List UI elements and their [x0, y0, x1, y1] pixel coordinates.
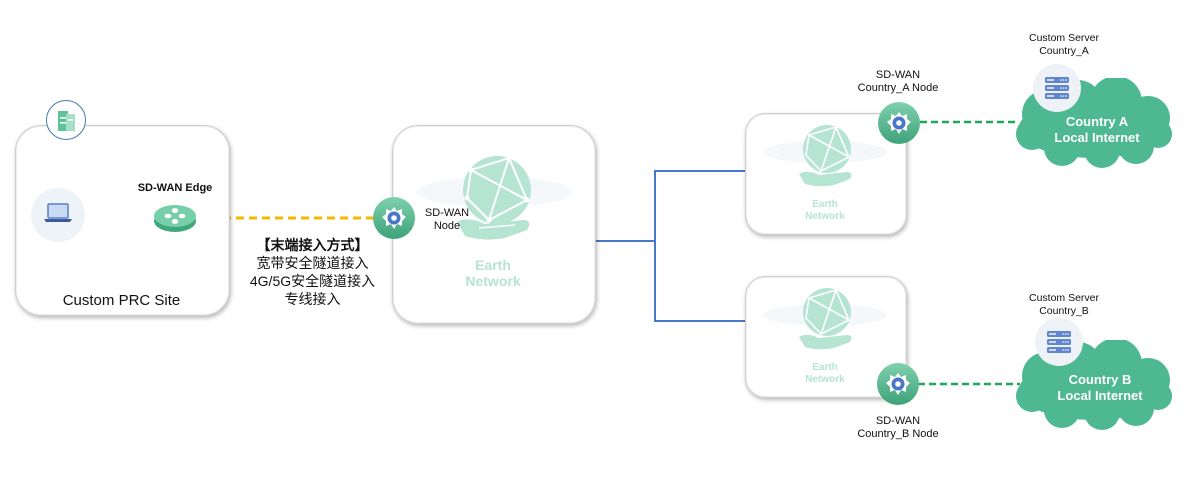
country-b-cloud-line2: Local Internet [1057, 388, 1143, 403]
core-network-line2: Network [465, 273, 521, 290]
core-to-country-b-link [654, 241, 745, 322]
earth-network-globe-icon [405, 150, 585, 250]
country-b-node-label-line2: Country_B Node [857, 428, 939, 440]
country-a-server-line2: Country_A [1039, 45, 1089, 57]
access-method-item: 宽带安全隧道接入 [256, 255, 369, 271]
country-a-globe-icon [755, 122, 895, 192]
core-node-label-line1: SD-WAN [424, 207, 470, 219]
country-a-server-label: Custom Server Country_A [1014, 32, 1114, 58]
core-network-label: Earth Network [420, 257, 566, 289]
site-title: Custom PRC Site [62, 292, 181, 309]
country-a-node-label-line1: SD-WAN [875, 69, 921, 81]
core-sd-wan-node-icon[interactable] [372, 196, 416, 240]
country-b-network-label: Earth Network [785, 362, 865, 385]
building-icon [46, 100, 86, 140]
country-b-server-line2: Country_B [1039, 305, 1089, 317]
country-a-server-icon [1033, 64, 1081, 112]
country-b-network-line2: Network [805, 373, 845, 385]
country-b-server-line1: Custom Server [1028, 292, 1100, 304]
country-a-sd-wan-node-icon[interactable] [877, 101, 921, 145]
country-b-server-label: Custom Server Country_B [1014, 292, 1114, 318]
country-b-node-label: SD-WAN Country_B Node [850, 415, 946, 441]
country-a-cloud-line2: Local Internet [1054, 130, 1140, 145]
country-a-network-line2: Network [805, 210, 845, 222]
core-node-label-line2: Node [433, 220, 461, 232]
country-b-network-line1: Earth [812, 362, 838, 373]
access-methods-heading: 【末端接入方式】 [256, 237, 369, 253]
country-b-cloud-label: Country B Local Internet [1025, 372, 1175, 404]
country-b-server-icon [1035, 318, 1083, 366]
country-a-network-line1: Earth [812, 199, 838, 210]
country-a-cloud [1012, 76, 1174, 170]
country-a-cloud-line1: Country A [1065, 114, 1129, 129]
country-b-cloud [1012, 338, 1174, 432]
country-b-node-label-line1: SD-WAN [875, 415, 921, 427]
access-methods-block: 【末端接入方式】 宽带安全隧道接入 4G/5G安全隧道接入 专线接入 [230, 236, 395, 308]
country-b-cloud-line1: Country B [1068, 372, 1132, 387]
access-method-item: 专线接入 [284, 291, 341, 307]
sd-wan-edge-label: SD-WAN Edge [137, 182, 213, 194]
country-a-node-label: SD-WAN Country_A Node [850, 69, 946, 95]
laptop-icon [31, 188, 85, 242]
country-b-globe-icon [755, 285, 895, 355]
country-a-node-label-line2: Country_A Node [857, 82, 939, 94]
country-a-server-line1: Custom Server [1028, 32, 1100, 44]
sd-wan-edge-router-icon[interactable] [152, 202, 198, 234]
country-a-cloud-label: Country A Local Internet [1022, 114, 1172, 146]
core-to-countries-link [594, 170, 745, 242]
country-a-network-label: Earth Network [785, 199, 865, 222]
core-node-label: SD-WAN Node [417, 207, 477, 233]
access-method-item: 4G/5G安全隧道接入 [249, 273, 376, 289]
core-network-line1: Earth [475, 257, 511, 273]
country-b-sd-wan-node-icon[interactable] [876, 362, 920, 406]
